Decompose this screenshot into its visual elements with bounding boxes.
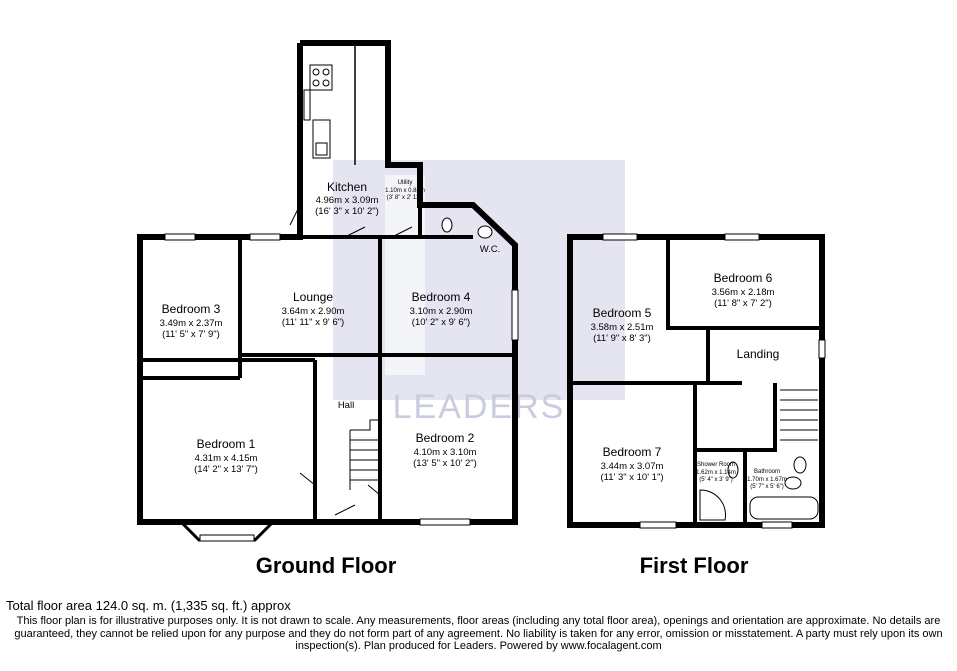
svg-text:3.44m x 3.07m: 3.44m x 3.07m — [601, 461, 664, 472]
room-label-bedroom-5: Bedroom 5 3.58m x 2.51m (11' 9" x 8' 3") — [591, 306, 654, 344]
svg-text:Bathroom: Bathroom — [754, 469, 780, 475]
svg-text:(16' 3" x 10' 2"): (16' 3" x 10' 2") — [315, 206, 379, 217]
svg-text:4.31m x 4.15m: 4.31m x 4.15m — [195, 453, 258, 464]
svg-text:(5' 4" x 3' 9"): (5' 4" x 3' 9") — [699, 477, 733, 483]
room-label-shower-room: Shower Room 1.62m x 1.14m (5' 4" x 3' 9"… — [696, 462, 736, 483]
svg-text:4.96m x 3.09m: 4.96m x 3.09m — [316, 195, 379, 206]
ground-floor-fixtures — [164, 64, 519, 542]
room-label-kitchen: Kitchen 4.96m x 3.09m (16' 3" x 10' 2") — [315, 180, 379, 217]
svg-text:Shower Room: Shower Room — [697, 462, 735, 468]
svg-text:(11' 5" x 7' 9"): (11' 5" x 7' 9") — [162, 329, 220, 340]
svg-text:Utility: Utility — [398, 180, 413, 186]
ground-floor-title: Ground Floor — [256, 553, 397, 578]
svg-text:Bedroom 2: Bedroom 2 — [416, 431, 475, 445]
svg-text:4.10m x 3.10m: 4.10m x 3.10m — [414, 447, 477, 458]
svg-text:Kitchen: Kitchen — [327, 180, 367, 194]
room-label-bedroom-2: Bedroom 2 4.10m x 3.10m (13' 5" x 10' 2"… — [413, 431, 477, 469]
room-label-bedroom-4: Bedroom 4 3.10m x 2.90m (10' 2" x 9' 6") — [410, 290, 473, 328]
first-floor-title: First Floor — [640, 553, 749, 578]
room-label-lounge: Lounge 3.64m x 2.90m (11' 11" x 9' 6") — [282, 290, 345, 328]
room-label-wc: W.C. — [480, 244, 501, 255]
room-label-bedroom-3: Bedroom 3 3.49m x 2.37m (11' 5" x 7' 9") — [160, 302, 223, 340]
total-floor-area: Total floor area 124.0 sq. m. (1,335 sq.… — [6, 598, 291, 613]
watermark-text: LEADERS — [393, 388, 566, 426]
room-label-bedroom-6: Bedroom 6 3.56m x 2.18m (11' 8" x 7' 2") — [712, 271, 775, 309]
svg-text:(13' 5" x 10' 2"): (13' 5" x 10' 2") — [413, 458, 477, 469]
svg-text:(11' 9" x 8' 3"): (11' 9" x 8' 3") — [593, 333, 651, 344]
svg-text:(3' 8" x 2' 11"): (3' 8" x 2' 11") — [387, 195, 423, 201]
svg-text:(11' 8" x 7' 2"): (11' 8" x 7' 2") — [714, 298, 772, 309]
svg-text:Bedroom 1: Bedroom 1 — [197, 437, 256, 451]
svg-text:(14' 2" x 13' 7"): (14' 2" x 13' 7") — [194, 464, 258, 475]
first-floor-fixtures — [602, 233, 826, 529]
svg-text:(5' 7" x 5' 6"): (5' 7" x 5' 6") — [750, 484, 784, 490]
svg-text:1.62m x 1.14m: 1.62m x 1.14m — [696, 470, 736, 476]
svg-text:3.10m x 2.90m: 3.10m x 2.90m — [410, 306, 473, 317]
svg-text:(10' 2" x 9' 6"): (10' 2" x 9' 6") — [412, 317, 470, 328]
svg-text:3.64m x 2.90m: 3.64m x 2.90m — [282, 306, 345, 317]
room-label-bedroom-1: Bedroom 1 4.31m x 4.15m (14' 2" x 13' 7"… — [194, 437, 258, 475]
svg-text:(11' 3" x 10' 1"): (11' 3" x 10' 1") — [600, 472, 663, 483]
svg-text:3.56m x 2.18m: 3.56m x 2.18m — [712, 287, 775, 298]
first-floor-walls — [567, 234, 825, 528]
room-label-utility: Utility 1.10m x 0.88m (3' 8" x 2' 11") — [385, 180, 425, 201]
svg-text:Bedroom 4: Bedroom 4 — [412, 290, 471, 304]
disclaimer: This floor plan is for illustrative purp… — [14, 615, 943, 652]
room-label-landing: Landing — [737, 347, 780, 361]
svg-text:3.58m x 2.51m: 3.58m x 2.51m — [591, 322, 654, 333]
svg-text:Bedroom 6: Bedroom 6 — [714, 271, 773, 285]
room-label-bedroom-7: Bedroom 7 3.44m x 3.07m (11' 3" x 10' 1"… — [600, 445, 663, 483]
svg-text:3.49m x 2.37m: 3.49m x 2.37m — [160, 318, 223, 329]
room-label-hall: Hall — [338, 400, 354, 411]
svg-text:Bedroom 5: Bedroom 5 — [593, 306, 652, 320]
room-label-bathroom: Bathroom 1.70m x 1.67m (5' 7" x 5' 6") — [747, 469, 787, 490]
svg-text:Lounge: Lounge — [293, 290, 333, 304]
svg-text:1.10m x 0.88m: 1.10m x 0.88m — [385, 188, 425, 194]
svg-text:(11' 11" x 9' 6"): (11' 11" x 9' 6") — [282, 317, 344, 328]
svg-text:Bedroom 7: Bedroom 7 — [603, 445, 662, 459]
svg-text:1.70m x 1.67m: 1.70m x 1.67m — [747, 477, 787, 483]
svg-text:Bedroom 3: Bedroom 3 — [162, 302, 221, 316]
